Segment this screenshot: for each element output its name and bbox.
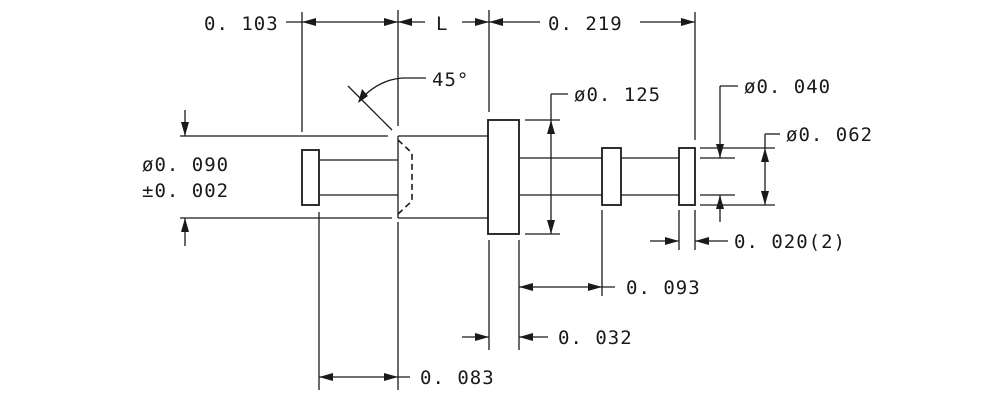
shoulder-flange <box>487 119 520 235</box>
arrow-0090-top <box>181 122 189 136</box>
label-0083: 0. 083 <box>420 367 495 389</box>
middle-collar <box>601 147 622 206</box>
hidden-countersink <box>397 139 413 215</box>
label-0032: 0. 032 <box>558 327 633 349</box>
arrow-0125-top <box>547 120 555 134</box>
arrow-0040-top <box>716 144 724 158</box>
label-dia-0062: ø0. 062 <box>786 124 873 146</box>
label-0020-2: 0. 020(2) <box>734 231 846 253</box>
arrow-0093-left <box>519 283 533 291</box>
arrow-0103-right <box>384 18 398 26</box>
label-0103: 0. 103 <box>204 13 279 35</box>
label-0219: 0. 219 <box>548 13 623 35</box>
label-tol-0002: ±0. 002 <box>142 180 229 202</box>
arrow-0103-left <box>302 18 316 26</box>
arrow-0062-top <box>761 148 769 162</box>
arrow-0125-bottom <box>547 220 555 234</box>
end-collar <box>678 147 696 206</box>
dimension-lines <box>181 18 780 381</box>
arrow-0093-right <box>588 283 602 291</box>
chamfer-45-line <box>347 85 393 131</box>
label-dia-0125: ø0. 125 <box>574 84 661 106</box>
arrow-0020-right <box>695 237 709 245</box>
extension-lines <box>180 10 775 390</box>
arrow-0083-right <box>384 373 398 381</box>
arrow-0083-left <box>319 373 333 381</box>
part-outline <box>301 119 696 235</box>
arrow-0219-left <box>489 18 503 26</box>
arrow-0062-bottom <box>761 191 769 205</box>
label-0093: 0. 093 <box>626 277 701 299</box>
arrow-0020-left <box>665 237 679 245</box>
label-L: L <box>436 13 448 35</box>
arrow-0040-bottom <box>716 195 724 209</box>
arrow-0219-right <box>681 18 695 26</box>
arrow-0090-bottom <box>181 218 189 232</box>
arrow-0032-left <box>475 333 489 341</box>
arrow-0032-right <box>519 333 533 341</box>
arrow-L-left <box>398 18 412 26</box>
left-head-flange <box>301 149 320 206</box>
main-body <box>397 135 488 219</box>
angle-45-arc <box>359 77 426 101</box>
arrow-45 <box>358 89 368 103</box>
arrow-L-right <box>475 18 489 26</box>
dimension-labels: 0. 103 L 0. 219 45° ø0. 125 ø0. 040 ø0. … <box>142 13 873 389</box>
label-dia-0040: ø0. 040 <box>744 76 831 98</box>
label-45-degree: 45° <box>432 69 469 91</box>
label-dia-0090: ø0. 090 <box>142 154 229 176</box>
